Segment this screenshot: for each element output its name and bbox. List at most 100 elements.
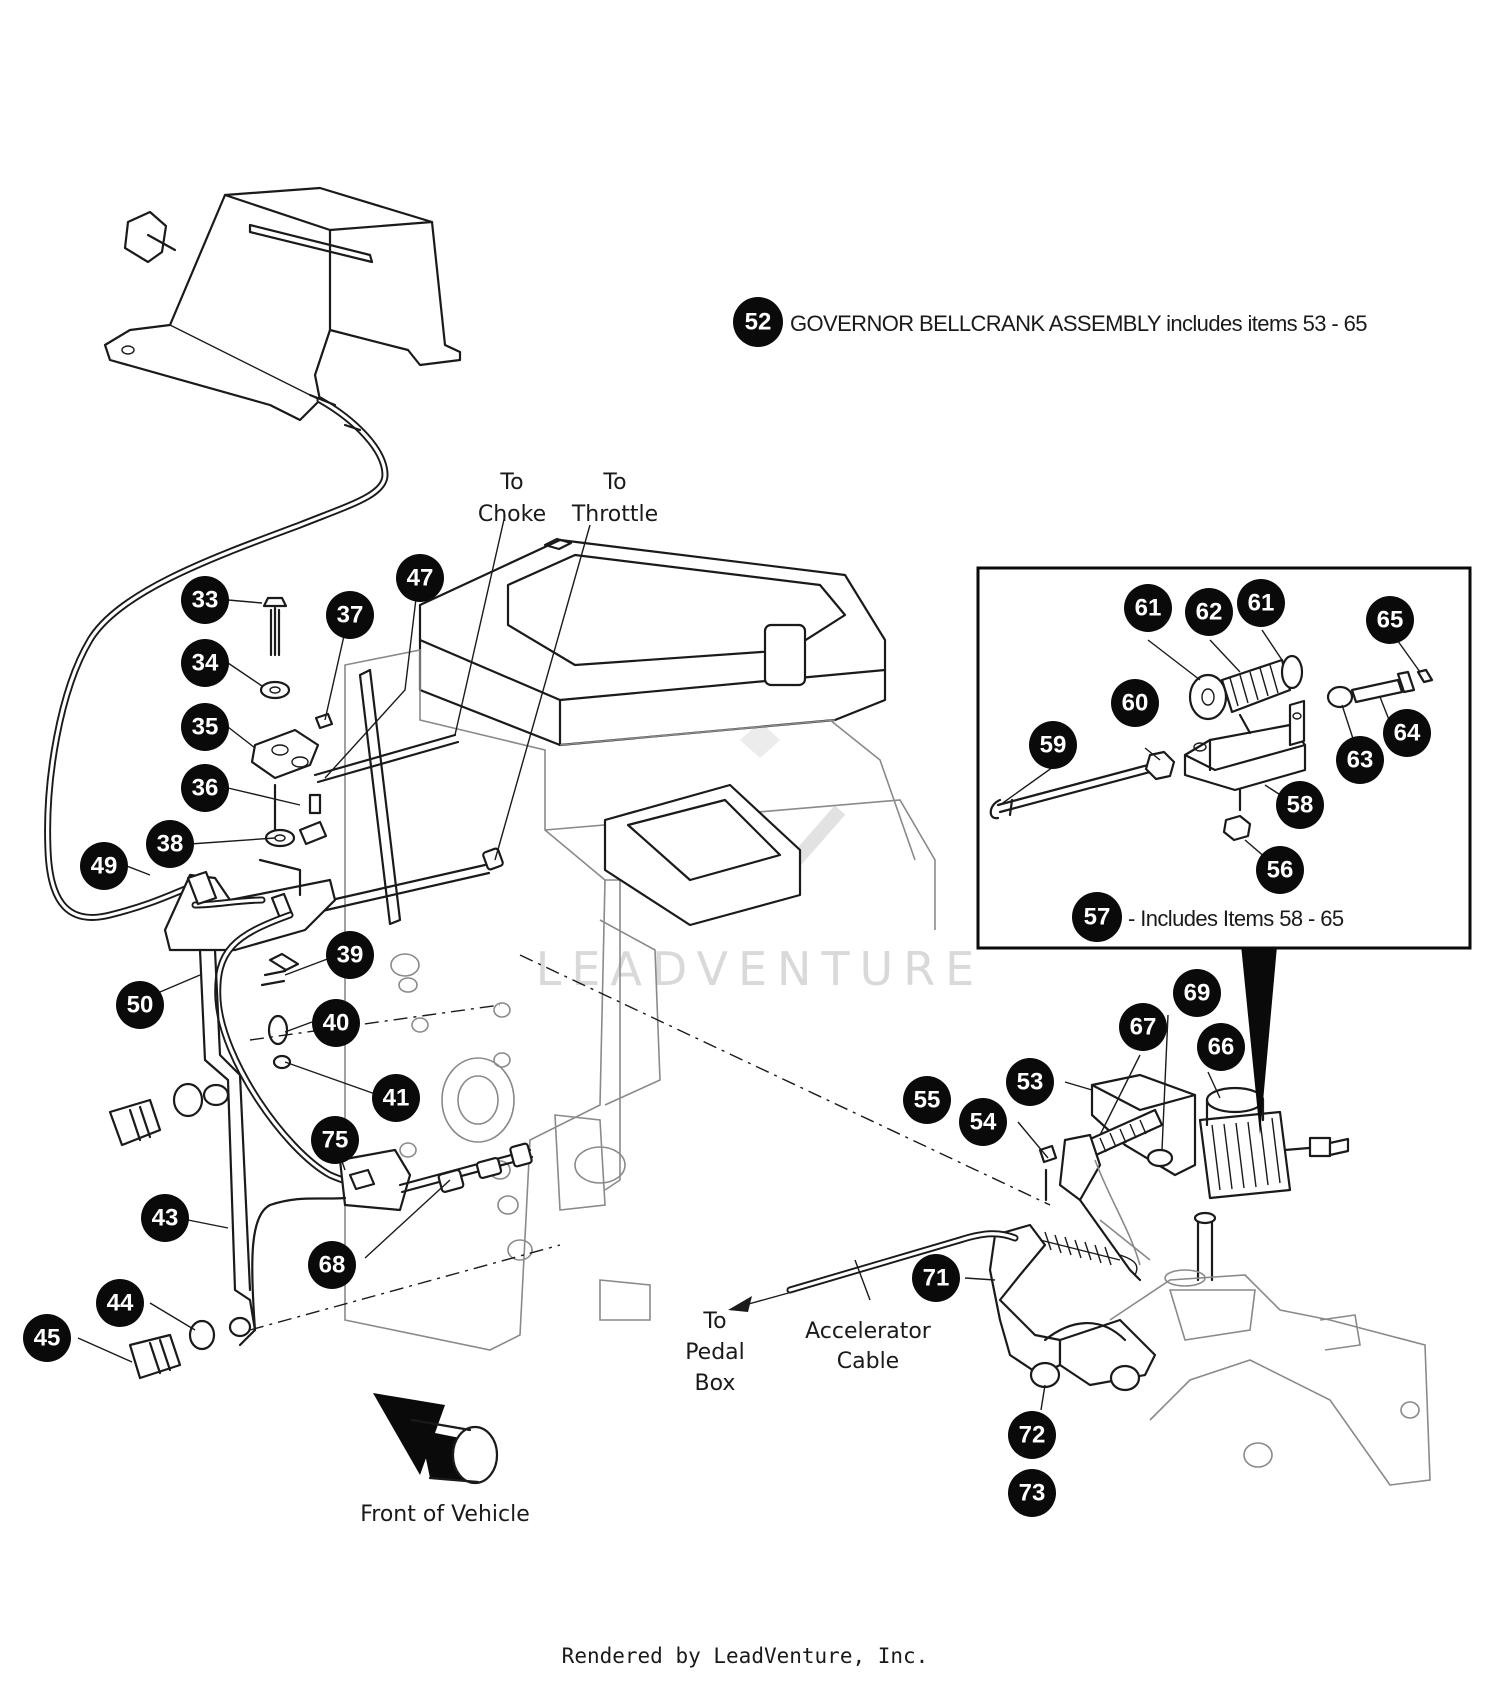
callout-64: 64 [1383,709,1431,757]
callout-55: 55 [903,1076,951,1124]
to-choke-line-2: Choke [478,502,546,527]
callout-33: 33 [181,576,229,624]
callout-63: 63 [1336,736,1384,784]
callout-41: 41 [372,1074,420,1122]
callout-34: 34 [181,639,229,687]
callout-75: 75 [311,1116,359,1164]
throttle-bracket [163,858,412,1212]
svg-text:47: 47 [407,565,434,592]
callout-53: 53 [1006,1058,1054,1106]
engine-assembly [344,537,936,1351]
to-pedal-box-line-3: Box [695,1371,736,1396]
callout-71: 71 [912,1254,960,1302]
svg-text:37: 37 [337,602,364,629]
watermark: LEADVENTURE [536,722,985,996]
svg-text:40: 40 [323,1010,350,1037]
svg-text:61: 61 [1248,590,1275,617]
callout-67: 67 [1119,1003,1167,1051]
svg-text:35: 35 [192,714,219,741]
svg-text:41: 41 [383,1085,410,1112]
svg-text:71: 71 [923,1265,950,1292]
svg-text:34: 34 [192,650,219,677]
choke-cable-49 [44,393,389,921]
callout-62: 62 [1185,588,1233,636]
assembly-note-text: GOVERNOR BELLCRANK ASSEMBLY includes ite… [790,311,1367,336]
centerline [519,954,1051,1206]
governor-rod-68 [398,1142,534,1194]
callout-37: 37 [326,591,374,639]
transaxle-housing [1109,1269,1431,1486]
to-choke-line-1: To [499,470,523,495]
svg-text:54: 54 [970,1109,997,1136]
callout-61-left: 61 [1124,584,1172,632]
callout-54: 54 [959,1098,1007,1146]
pedal-bracket [103,186,462,422]
svg-text:38: 38 [157,831,184,858]
watermark-text: LEADVENTURE [536,942,985,996]
svg-text:72: 72 [1019,1422,1046,1449]
svg-text:61: 61 [1135,595,1162,622]
accelerator-cable-line-1: Accelerator [805,1319,932,1344]
svg-text:43: 43 [152,1205,179,1232]
svg-text:53: 53 [1017,1069,1044,1096]
accelerator-cable [728,1230,1019,1312]
svg-text:73: 73 [1019,1480,1046,1507]
callout-50: 50 [116,981,164,1029]
callout-40: 40 [312,999,360,1047]
callout-56: 56 [1256,846,1304,894]
svg-text:66: 66 [1208,1034,1235,1061]
front-of-vehicle-label: Front of Vehicle [360,1502,530,1527]
callout-44: 44 [96,1279,144,1327]
callout-73: 73 [1008,1469,1056,1517]
svg-text:33: 33 [192,587,219,614]
callout-49: 49 [80,842,128,890]
callout-59: 59 [1029,721,1077,769]
callout-72: 72 [1008,1411,1056,1459]
callout-52: 52 [733,297,783,347]
callout-68: 68 [308,1241,356,1289]
svg-text:36: 36 [192,775,219,802]
inset-note-text: - Includes Items 58 - 65 [1128,906,1344,931]
callout-66: 66 [1197,1023,1245,1071]
callout-36: 36 [181,764,229,812]
svg-text:64: 64 [1394,720,1421,747]
svg-text:57: 57 [1084,904,1111,931]
svg-text:59: 59 [1040,732,1067,759]
front-arrow [373,1393,499,1485]
footer-credit: Rendered by LeadVenture, Inc. [562,1644,929,1668]
svg-text:56: 56 [1267,857,1294,884]
callout-markers: 33 34 35 36 37 38 39 40 41 43 44 45 47 4… [23,297,1431,1517]
mounting-plate-43 [108,948,347,1380]
callout-60: 60 [1111,679,1159,727]
callout-47: 47 [396,554,444,602]
control-cables [298,514,591,926]
svg-text:67: 67 [1130,1014,1157,1041]
callout-69: 69 [1173,969,1221,1017]
svg-text:45: 45 [34,1325,61,1352]
svg-text:52: 52 [745,309,772,336]
bellcrank-assembly [1038,1073,1350,1282]
callout-57: 57 [1072,892,1122,942]
svg-text:60: 60 [1122,690,1149,717]
hardware-stack [250,596,334,848]
callout-35: 35 [181,703,229,751]
accelerator-cable-line-2: Cable [837,1349,899,1374]
svg-text:63: 63 [1347,747,1374,774]
accelerator-lever [988,1159,1157,1392]
svg-text:55: 55 [914,1087,941,1114]
svg-text:49: 49 [91,853,118,880]
svg-text:75: 75 [322,1127,349,1154]
svg-text:65: 65 [1377,607,1404,634]
callout-58: 58 [1276,781,1324,829]
svg-text:39: 39 [337,942,364,969]
callout-39: 39 [326,931,374,979]
svg-text:62: 62 [1196,599,1223,626]
callout-45: 45 [23,1314,71,1362]
callout-61-right: 61 [1237,579,1285,627]
svg-text:69: 69 [1184,980,1211,1007]
callout-38: 38 [146,820,194,868]
callout-65: 65 [1366,596,1414,644]
svg-text:68: 68 [319,1252,346,1279]
to-throttle-line-2: Throttle [571,502,658,527]
